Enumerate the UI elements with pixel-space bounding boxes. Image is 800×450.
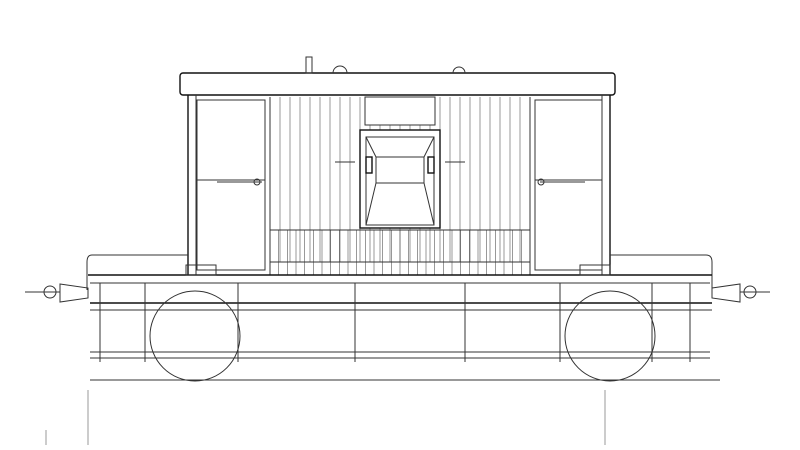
roof bbox=[179, 56, 616, 96]
lookout-window bbox=[359, 129, 441, 229]
left-wheel bbox=[149, 290, 241, 382]
left-buffer bbox=[43, 285, 57, 299]
left-end-door bbox=[196, 99, 266, 271]
body bbox=[187, 95, 611, 275]
right-wheel bbox=[564, 290, 656, 382]
right-end-door bbox=[534, 99, 603, 271]
underframe bbox=[25, 254, 770, 445]
right-buffer bbox=[743, 285, 757, 299]
